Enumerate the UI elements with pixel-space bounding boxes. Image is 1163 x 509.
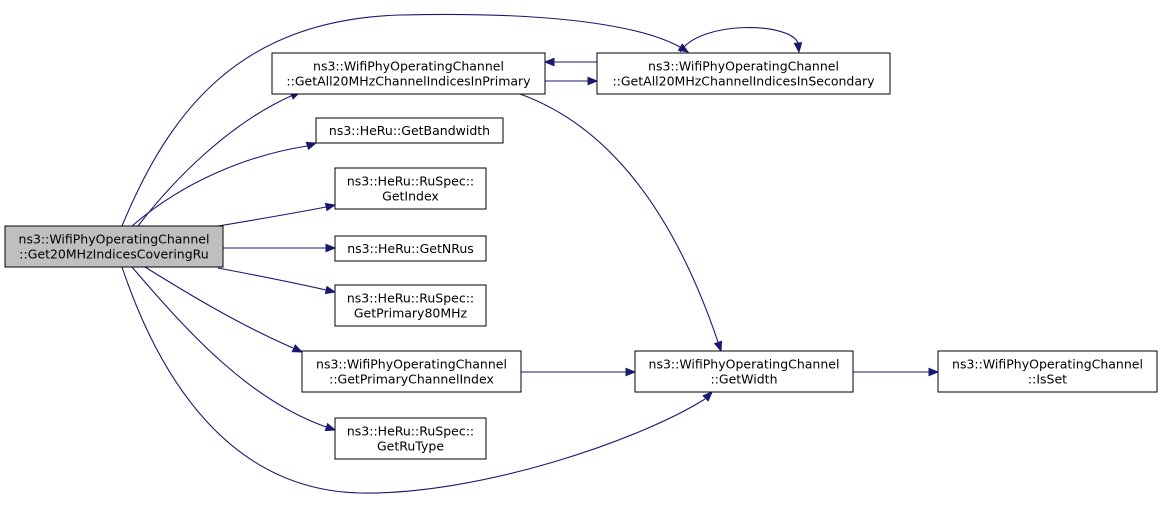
node-label-line: ns3::WifiPhyOperatingChannel <box>19 232 210 247</box>
node-label-line: ns3::WifiPhyOperatingChannel <box>648 59 839 74</box>
arrowhead-icon <box>325 243 337 253</box>
arrowhead-icon <box>793 42 803 54</box>
edge-secondary-to-primary <box>543 57 597 67</box>
node-label-line: GetRuType <box>377 439 444 454</box>
arrowhead-icon <box>543 57 555 67</box>
edge-primary-to-secondary <box>545 76 599 86</box>
edge-line <box>679 26 799 53</box>
node-isset[interactable]: ns3::WifiPhyOperatingChannel::IsSet <box>937 350 1158 393</box>
node-primaryindex[interactable]: ns3::WifiPhyOperatingChannel::GetPrimary… <box>301 350 522 393</box>
edge-line <box>131 145 308 227</box>
edge-root-to-index <box>217 202 337 227</box>
node-label-line: ns3::HeRu::RuSpec:: <box>347 424 474 439</box>
node-bandwidth[interactable]: ns3::HeRu::GetBandwidth <box>315 117 504 144</box>
node-box <box>334 167 487 210</box>
arrowhead-icon <box>324 202 337 212</box>
arrowhead-icon <box>713 340 723 353</box>
arrowhead-icon <box>291 344 304 353</box>
edge-root-to-bandwidth <box>131 141 318 227</box>
arrowhead-icon <box>587 76 599 86</box>
edge-line <box>217 267 327 291</box>
node-box <box>937 350 1158 393</box>
node-box <box>4 225 224 268</box>
node-label-line: ns3::HeRu::RuSpec:: <box>347 174 474 189</box>
node-label-line: ::GetWidth <box>710 372 777 387</box>
edge-root-to-rutype <box>131 266 337 432</box>
edge-line <box>144 266 294 349</box>
node-label-line: ::GetAll20MHzChannelIndicesInSecondary <box>612 74 875 89</box>
edge-primary-to-width <box>519 93 723 353</box>
edge-line <box>217 206 327 227</box>
node-box <box>596 52 891 95</box>
node-label-line: ::GetPrimaryChannelIndex <box>329 372 494 387</box>
node-box <box>334 284 487 327</box>
edge-line <box>131 266 327 428</box>
node-index[interactable]: ns3::HeRu::RuSpec::GetIndex <box>334 167 487 210</box>
node-rutype[interactable]: ns3::HeRu::RuSpec::GetRuType <box>334 417 487 460</box>
node-label-line: ns3::WifiPhyOperatingChannel <box>313 59 504 74</box>
edge-line <box>137 94 294 227</box>
node-box <box>334 235 487 262</box>
arrowhead-icon <box>702 391 713 402</box>
arrowhead-icon <box>625 367 637 377</box>
edge-line <box>519 93 719 343</box>
node-label-line: ns3::WifiPhyOperatingChannel <box>649 357 840 372</box>
node-width[interactable]: ns3::WifiPhyOperatingChannel::GetWidth <box>634 350 854 393</box>
node-secondary[interactable]: ns3::WifiPhyOperatingChannel::GetAll20MH… <box>596 52 891 95</box>
edge-root-to-width <box>121 266 713 494</box>
nodes: ns3::WifiPhyOperatingChannel::Get20MHzIn… <box>4 52 1158 460</box>
edge-root-to-nrus <box>223 243 337 253</box>
node-label-line: ns3::HeRu::GetBandwidth <box>329 123 490 138</box>
node-box <box>334 417 487 460</box>
node-box <box>301 350 522 393</box>
node-label-line: ns3::HeRu::RuSpec:: <box>347 291 474 306</box>
node-label-line: ::GetAll20MHzChannelIndicesInPrimary <box>286 74 531 89</box>
node-label-line: ns3::HeRu::GetNRus <box>347 241 474 256</box>
arrowhead-icon <box>324 422 337 432</box>
edges <box>121 13 940 494</box>
node-label-line: ns3::WifiPhyOperatingChannel <box>316 357 507 372</box>
edge-secondary-to-secondary <box>679 26 803 54</box>
node-box <box>634 350 854 393</box>
edge-root-to-primaryindex <box>144 266 304 353</box>
edge-line <box>121 13 681 227</box>
edge-primaryindex-to-width <box>521 367 637 377</box>
node-nrus[interactable]: ns3::HeRu::GetNRus <box>334 235 487 262</box>
edge-root-to-primary80 <box>217 267 337 295</box>
node-root[interactable]: ns3::WifiPhyOperatingChannel::Get20MHzIn… <box>4 225 224 268</box>
node-primary[interactable]: ns3::WifiPhyOperatingChannel::GetAll20MH… <box>271 52 546 95</box>
arrowhead-icon <box>324 285 337 295</box>
edge-width-to-isset <box>853 367 940 377</box>
edge-root-to-primary <box>137 91 302 227</box>
node-box <box>271 52 546 95</box>
node-primary80[interactable]: ns3::HeRu::RuSpec::GetPrimary80MHz <box>334 284 487 327</box>
node-box <box>315 117 504 144</box>
arrowhead-icon <box>928 367 940 377</box>
node-label-line: ns3::WifiPhyOperatingChannel <box>952 357 1143 372</box>
node-label-line: ::Get20MHzIndicesCoveringRu <box>19 247 208 262</box>
node-label-line: GetIndex <box>382 189 439 204</box>
node-label-line: ::IsSet <box>1028 372 1067 387</box>
node-label-line: GetPrimary80MHz <box>354 306 468 321</box>
edge-line <box>121 266 706 494</box>
arrowhead-icon <box>305 141 318 151</box>
